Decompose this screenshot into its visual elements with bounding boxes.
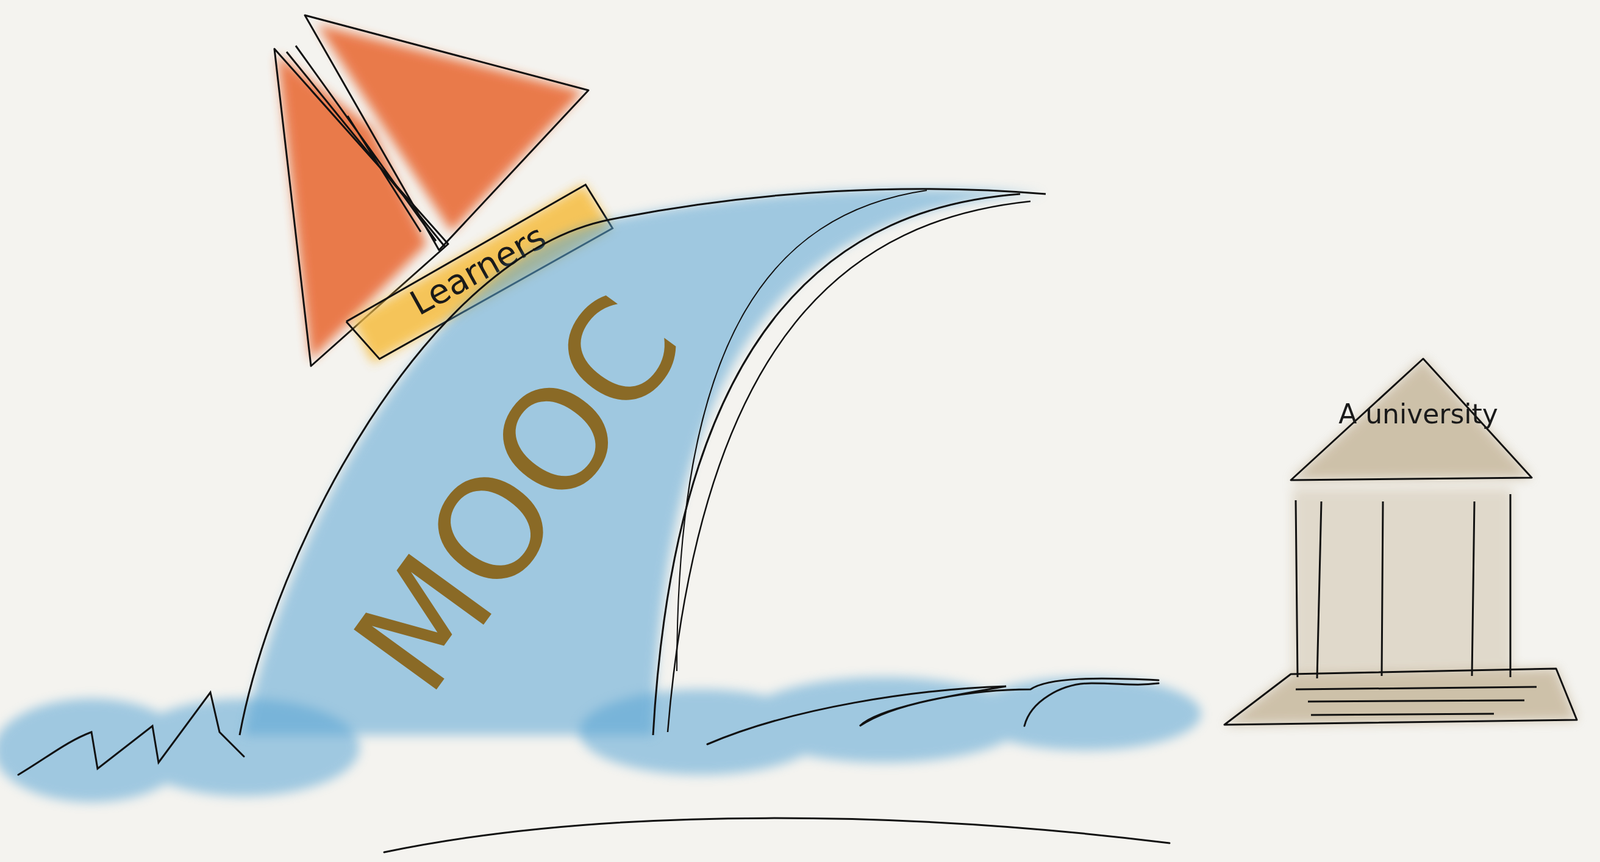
shape-part	[1295, 686, 1537, 715]
shape-part	[1224, 668, 1577, 725]
sea-blob	[969, 676, 1202, 750]
ground-line	[384, 817, 1170, 852]
sail-fill	[317, 24, 583, 232]
shape-part	[1224, 668, 1577, 725]
sea-squiggle	[1024, 682, 1159, 726]
node-shape	[231, 176, 1061, 750]
sea-squiggle	[707, 678, 1159, 744]
shape-part	[1290, 358, 1532, 480]
shape-part	[1224, 358, 1577, 725]
shape-part	[676, 190, 927, 671]
node-label: A university	[1329, 399, 1507, 429]
shape-part	[653, 193, 1021, 735]
sea-squiggle	[18, 692, 244, 775]
shape-part	[243, 189, 1046, 735]
shape-part	[1290, 358, 1532, 480]
university-building: A university	[1219, 347, 1586, 750]
shape-part	[1295, 493, 1511, 679]
mast	[286, 45, 446, 247]
shape-part	[1292, 487, 1513, 677]
mooc-wave: MOOC	[231, 176, 1061, 750]
shape-part	[239, 189, 1046, 735]
shape-part	[667, 201, 1031, 732]
shape-part	[1224, 358, 1577, 725]
